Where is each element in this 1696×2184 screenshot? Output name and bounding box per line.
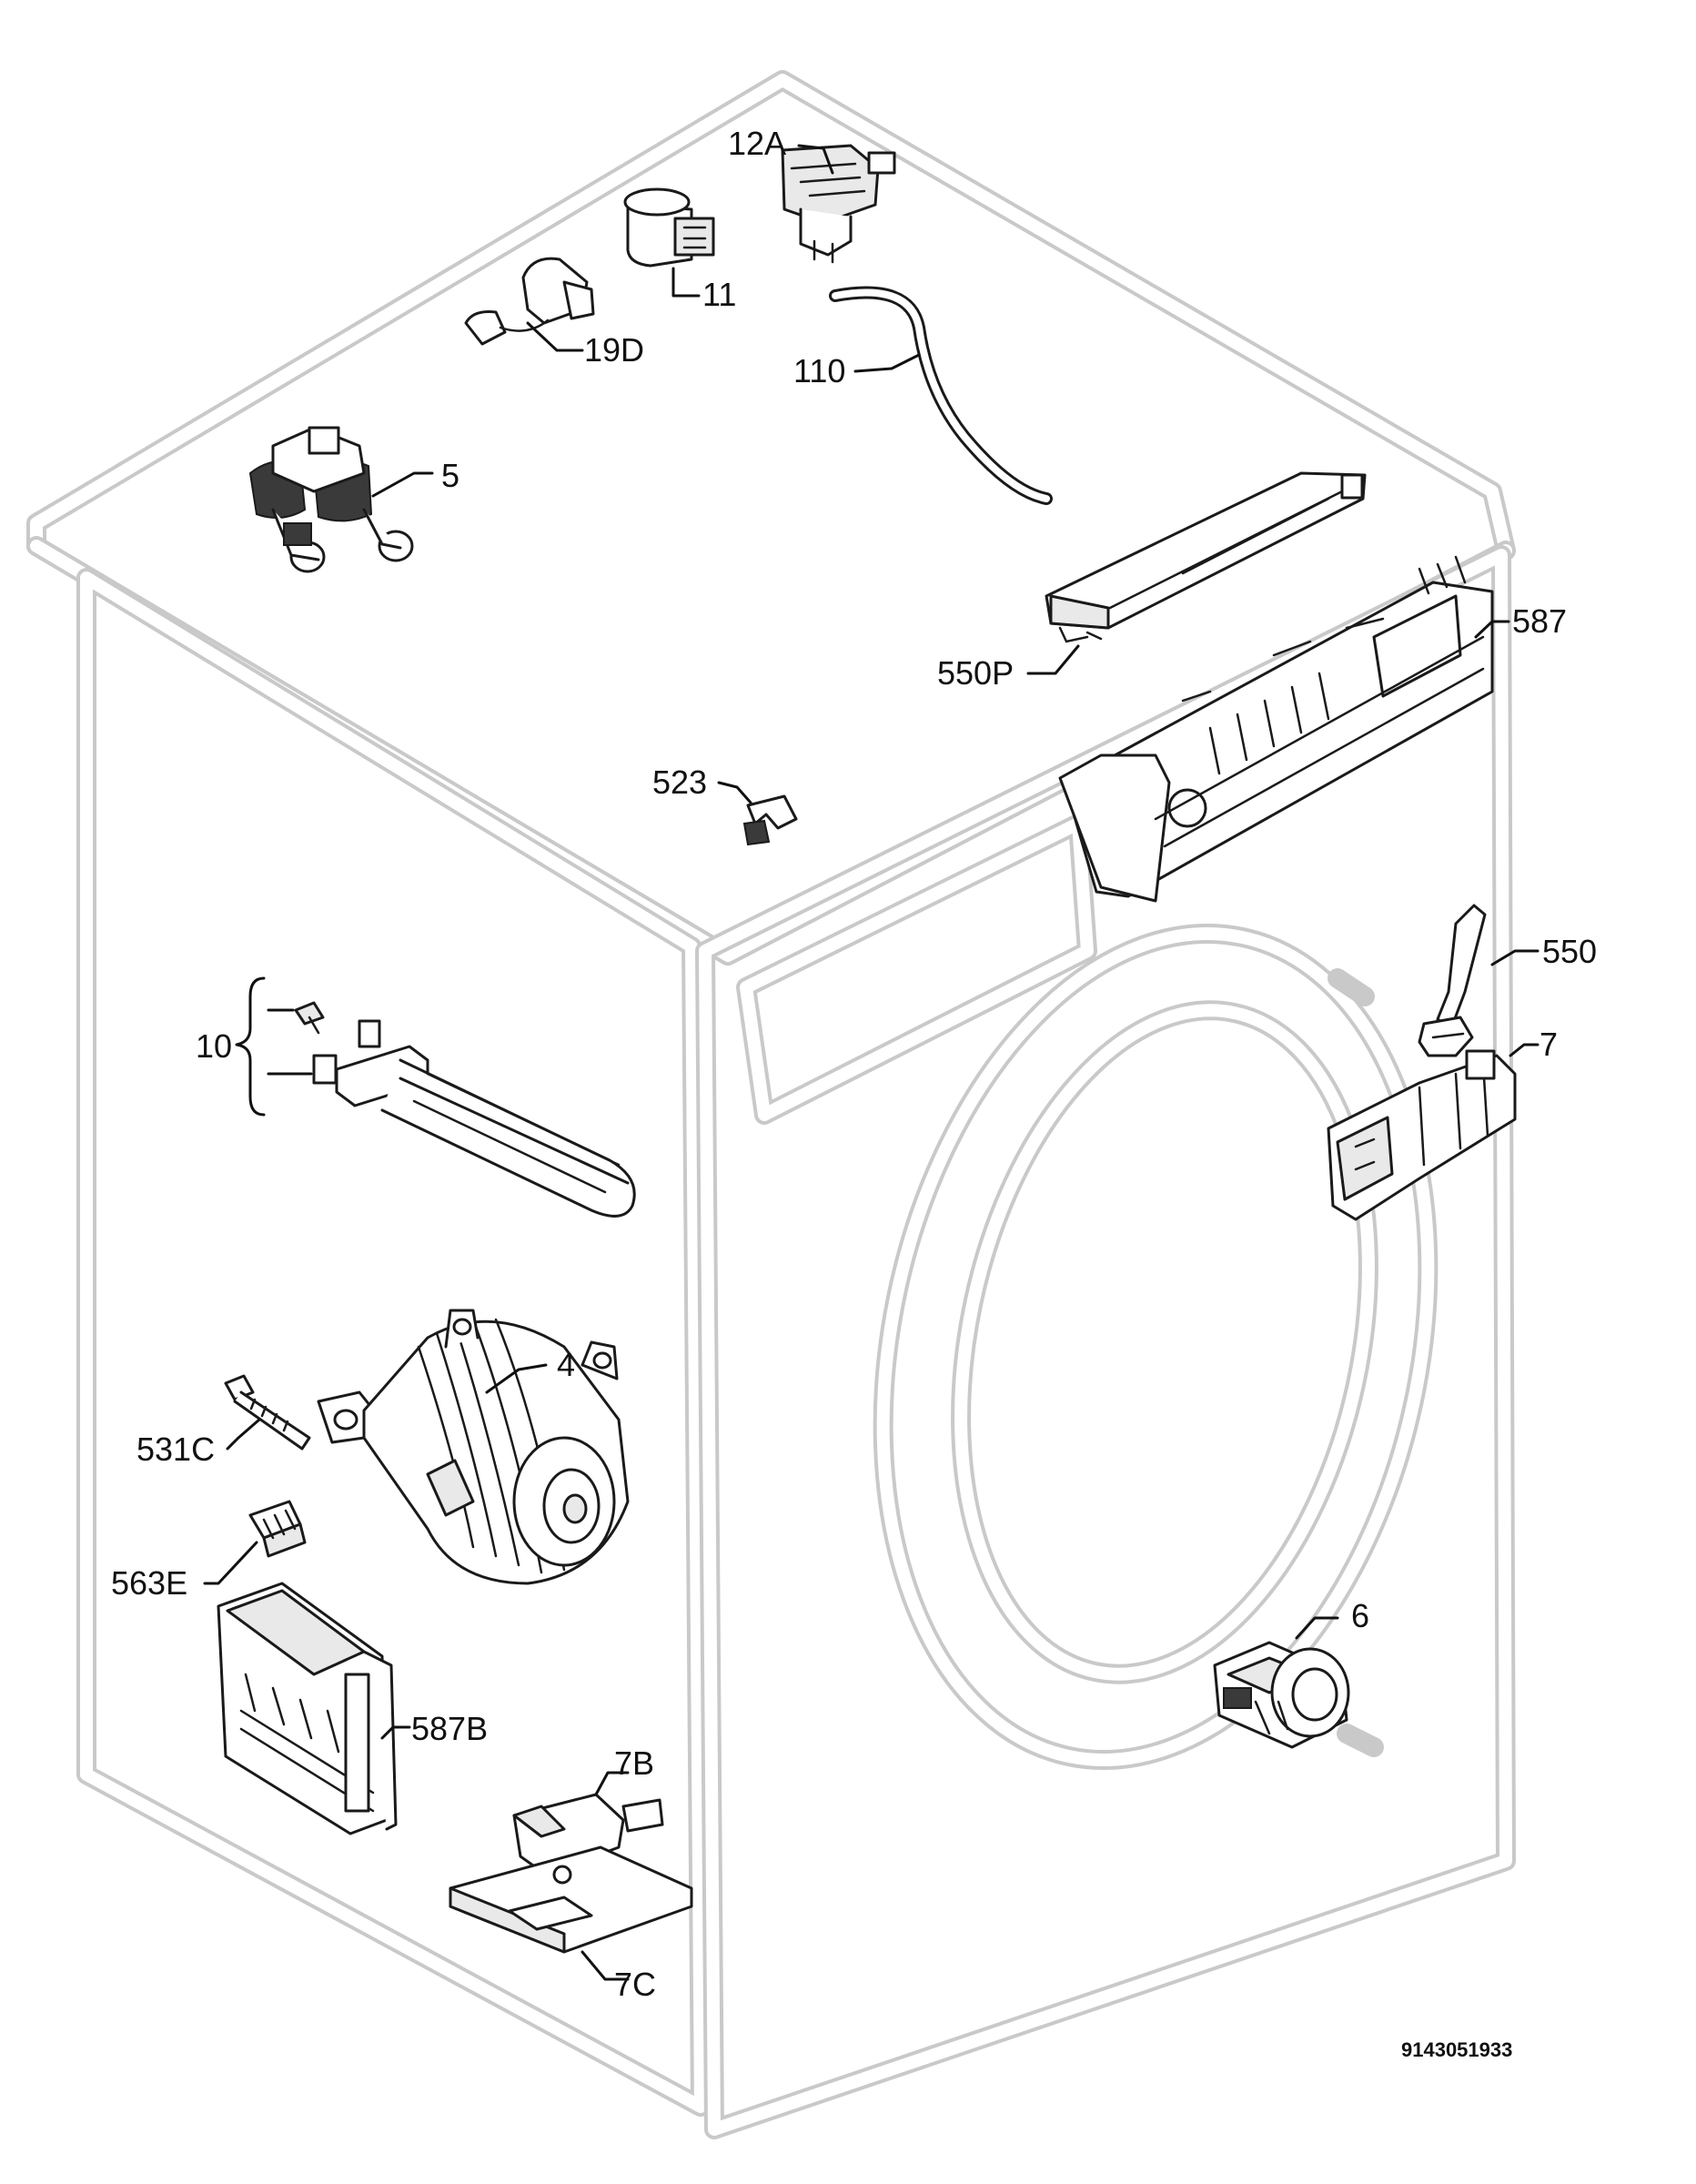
part-6-drain-pump	[1213, 1641, 1350, 1749]
part-550-door-handle	[1418, 904, 1487, 1057]
leader-12a	[797, 144, 834, 175]
leader-10-brace	[235, 976, 266, 1117]
part-587b-power-module	[217, 1582, 398, 1835]
leader-7b	[594, 1771, 630, 1796]
leader-7	[1509, 1043, 1540, 1057]
part-4-motor	[317, 1309, 630, 1585]
leader-11	[671, 267, 701, 298]
label-6: 6	[1351, 1597, 1369, 1634]
part-7-door-interlock	[1327, 1049, 1517, 1221]
washing-machine-cabinet-outline	[26, 70, 1516, 2139]
part-531c-bolt	[224, 1374, 311, 1451]
leader-523	[717, 781, 752, 804]
leader-550p	[1026, 644, 1080, 675]
part-12a-pressure-switch	[781, 144, 896, 264]
label-587: 587	[1512, 602, 1567, 640]
label-110: 110	[793, 352, 845, 389]
label-7b: 7B	[614, 1744, 654, 1782]
leader-563e	[203, 1541, 258, 1585]
label-4: 4	[557, 1346, 575, 1383]
label-550: 550	[1542, 933, 1597, 970]
document-number: 9143051933	[1401, 2038, 1512, 2061]
part-587-control-board	[1058, 555, 1494, 903]
label-563e: 563E	[111, 1564, 187, 1602]
label-7: 7	[1540, 1026, 1558, 1063]
part-523-clip	[742, 794, 798, 846]
label-12a: 12A	[728, 125, 786, 162]
label-11: 11	[702, 276, 736, 313]
label-550p: 550P	[937, 654, 1014, 692]
label-7c: 7C	[614, 1966, 656, 2003]
leader-531c	[226, 1418, 261, 1451]
leader-110	[853, 353, 921, 373]
part-11-suppressor	[623, 187, 715, 268]
part-19d-thermostat-cap	[464, 257, 595, 346]
label-587b: 587B	[411, 1710, 488, 1747]
leader-587b	[380, 1725, 411, 1740]
leader-19d	[526, 321, 584, 352]
part-563e-connector	[248, 1500, 307, 1558]
part-5-inlet-valve	[248, 426, 414, 573]
label-5: 5	[441, 457, 459, 494]
label-19d: 19D	[584, 331, 644, 369]
leader-4	[485, 1363, 548, 1394]
label-10: 10	[196, 1027, 232, 1065]
label-523: 523	[652, 763, 707, 801]
leader-6	[1295, 1616, 1339, 1640]
part-7c-base-plate	[449, 1845, 693, 1954]
leader-5	[371, 471, 434, 498]
label-531c: 531C	[136, 1431, 215, 1468]
part-110-pressure-hose	[829, 286, 1053, 505]
part-10-heating-element	[294, 1001, 636, 1218]
leader-7c	[580, 1950, 630, 1981]
leader-587	[1474, 620, 1510, 639]
part-550p-dispenser-handle	[1045, 471, 1367, 643]
leader-550	[1490, 949, 1540, 966]
